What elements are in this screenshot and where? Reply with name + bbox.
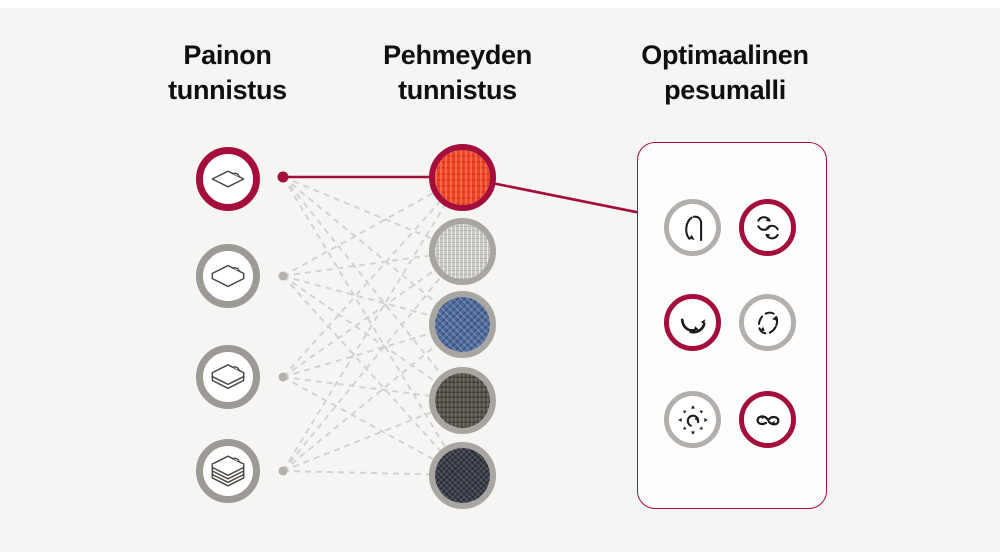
navy-knit-swatch: [429, 442, 496, 509]
wash-motion-2: [739, 199, 796, 256]
top-white-strip: [0, 0, 1000, 8]
dashed-connections: [282, 176, 463, 476]
rotation-motion-icon: [757, 311, 778, 334]
optimal-wash-title: Optimaalinen pesumalli: [641, 40, 809, 105]
wash-motion-5: [664, 391, 721, 448]
weight-node-dot: [278, 372, 288, 382]
swing-motion-icon: [684, 215, 702, 241]
rolling-motion-icon: [680, 318, 706, 334]
fabric-light-stack-icon: [211, 264, 245, 288]
filtration-motion-icon: [756, 414, 779, 425]
light-linen-swatch: [429, 218, 496, 285]
fabric-single-sheet-icon: [211, 170, 245, 188]
dark-wool-swatch: [429, 367, 496, 434]
weight-node-dot: [278, 466, 288, 476]
weight-item-2: [196, 244, 260, 308]
bottom-white-strip: [0, 552, 1000, 560]
fabric-heavy-stack-icon: [211, 455, 245, 487]
fabric-medium-stack-icon: [211, 364, 245, 390]
wash-motion-1: [664, 199, 721, 256]
orange-knit-swatch: [429, 144, 496, 211]
tumble-motion-icon: [756, 215, 779, 239]
weight-node-dot-selected: [277, 171, 289, 183]
weight-item-1: [196, 147, 260, 211]
blue-denim-swatch: [429, 291, 496, 358]
scrub-motion-icon: [677, 404, 708, 435]
wash-motion-3: [664, 294, 721, 351]
wash-motion-4: [739, 294, 796, 351]
weight-item-4: [196, 439, 260, 503]
weight-item-3: [196, 345, 260, 409]
softness-detection-title: Pehmeyden tunnistus: [383, 40, 532, 105]
weight-node-dot: [278, 271, 288, 281]
wash-motion-6: [739, 391, 796, 448]
weight-detection-title: Painon tunnistus: [168, 40, 287, 105]
